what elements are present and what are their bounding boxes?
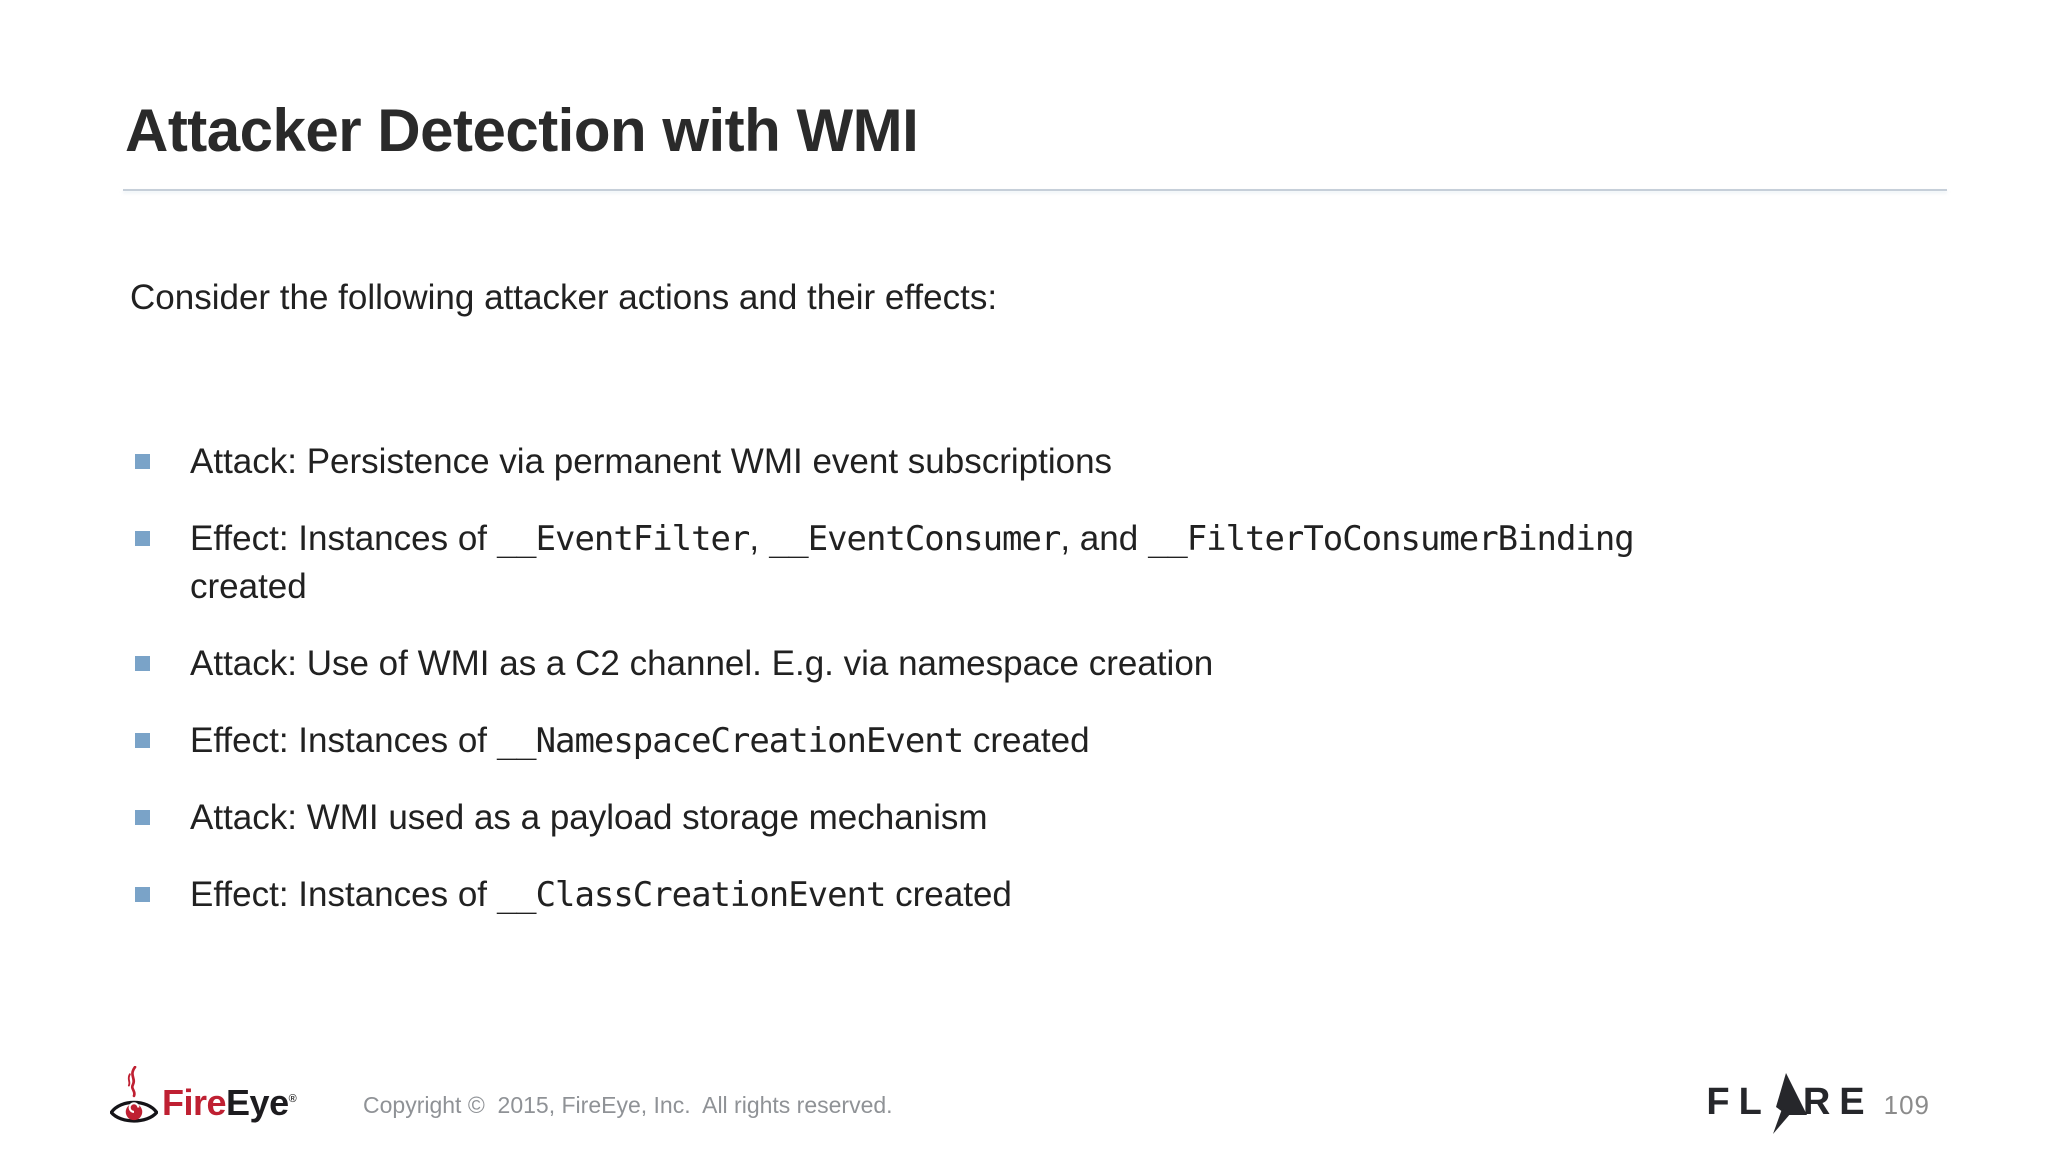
flare-logo: FL RE 109 [1706, 1073, 1930, 1140]
bullet-text: created [885, 875, 1012, 914]
list-item: Attack: WMI used as a payload storage me… [133, 794, 1713, 842]
bullet-text: Effect: Instances of [190, 721, 497, 760]
page-title: Attacker Detection with WMI [125, 97, 919, 164]
intro-text: Consider the following attacker actions … [130, 278, 998, 317]
bullet-text: Effect: Instances of [190, 875, 497, 914]
copyright-text: Copyright © 2015, FireEye, Inc. All righ… [363, 1092, 893, 1118]
list-item: Attack: Use of WMI as a C2 channel. E.g.… [133, 640, 1713, 688]
bullet-list: Attack: Persistence via permanent WMI ev… [133, 438, 1713, 948]
fireeye-word-eye: Eye [226, 1082, 289, 1123]
bullet-text: , and [1060, 519, 1148, 558]
wmi-class-name: __ClassCreationEvent [496, 875, 887, 915]
lightning-bolt-icon [1765, 1073, 1809, 1140]
fireeye-word-fire: Fire [162, 1082, 227, 1123]
wmi-class-name: __EventConsumer [768, 519, 1061, 559]
bullet-text: created [963, 721, 1090, 760]
bullet-text: Attack: Persistence via permanent WMI ev… [190, 442, 1113, 481]
wmi-class-name: __NamespaceCreationEvent [496, 721, 964, 761]
bullet-text: Attack: WMI used as a payload storage me… [190, 798, 988, 837]
fireeye-wordmark: FireEye® [162, 1082, 297, 1124]
bullet-text: created [190, 567, 307, 606]
wmi-class-name: __EventFilter [496, 519, 751, 559]
wmi-class-name: __FilterToConsumerBinding [1147, 519, 1635, 559]
list-item: Effect: Instances of __EventFilter, __Ev… [133, 515, 1713, 611]
page-number: 109 [1883, 1090, 1930, 1120]
bullet-text: , [749, 519, 769, 558]
list-item: Effect: Instances of __ClassCreationEven… [133, 871, 1713, 919]
flare-letters-left: FL [1706, 1081, 1771, 1123]
bullet-text: Attack: Use of WMI as a C2 channel. E.g.… [190, 644, 1214, 683]
list-item: Attack: Persistence via permanent WMI ev… [133, 438, 1713, 486]
bullet-text: Effect: Instances of [190, 519, 497, 558]
fireeye-eye-flame-icon [109, 1065, 159, 1137]
list-item: Effect: Instances of __NamespaceCreation… [133, 717, 1713, 765]
fireeye-logo: FireEye® [109, 1065, 297, 1137]
title-divider [123, 189, 1947, 191]
flare-letters-right: RE [1802, 1081, 1874, 1123]
fireeye-trademark: ® [288, 1093, 297, 1105]
